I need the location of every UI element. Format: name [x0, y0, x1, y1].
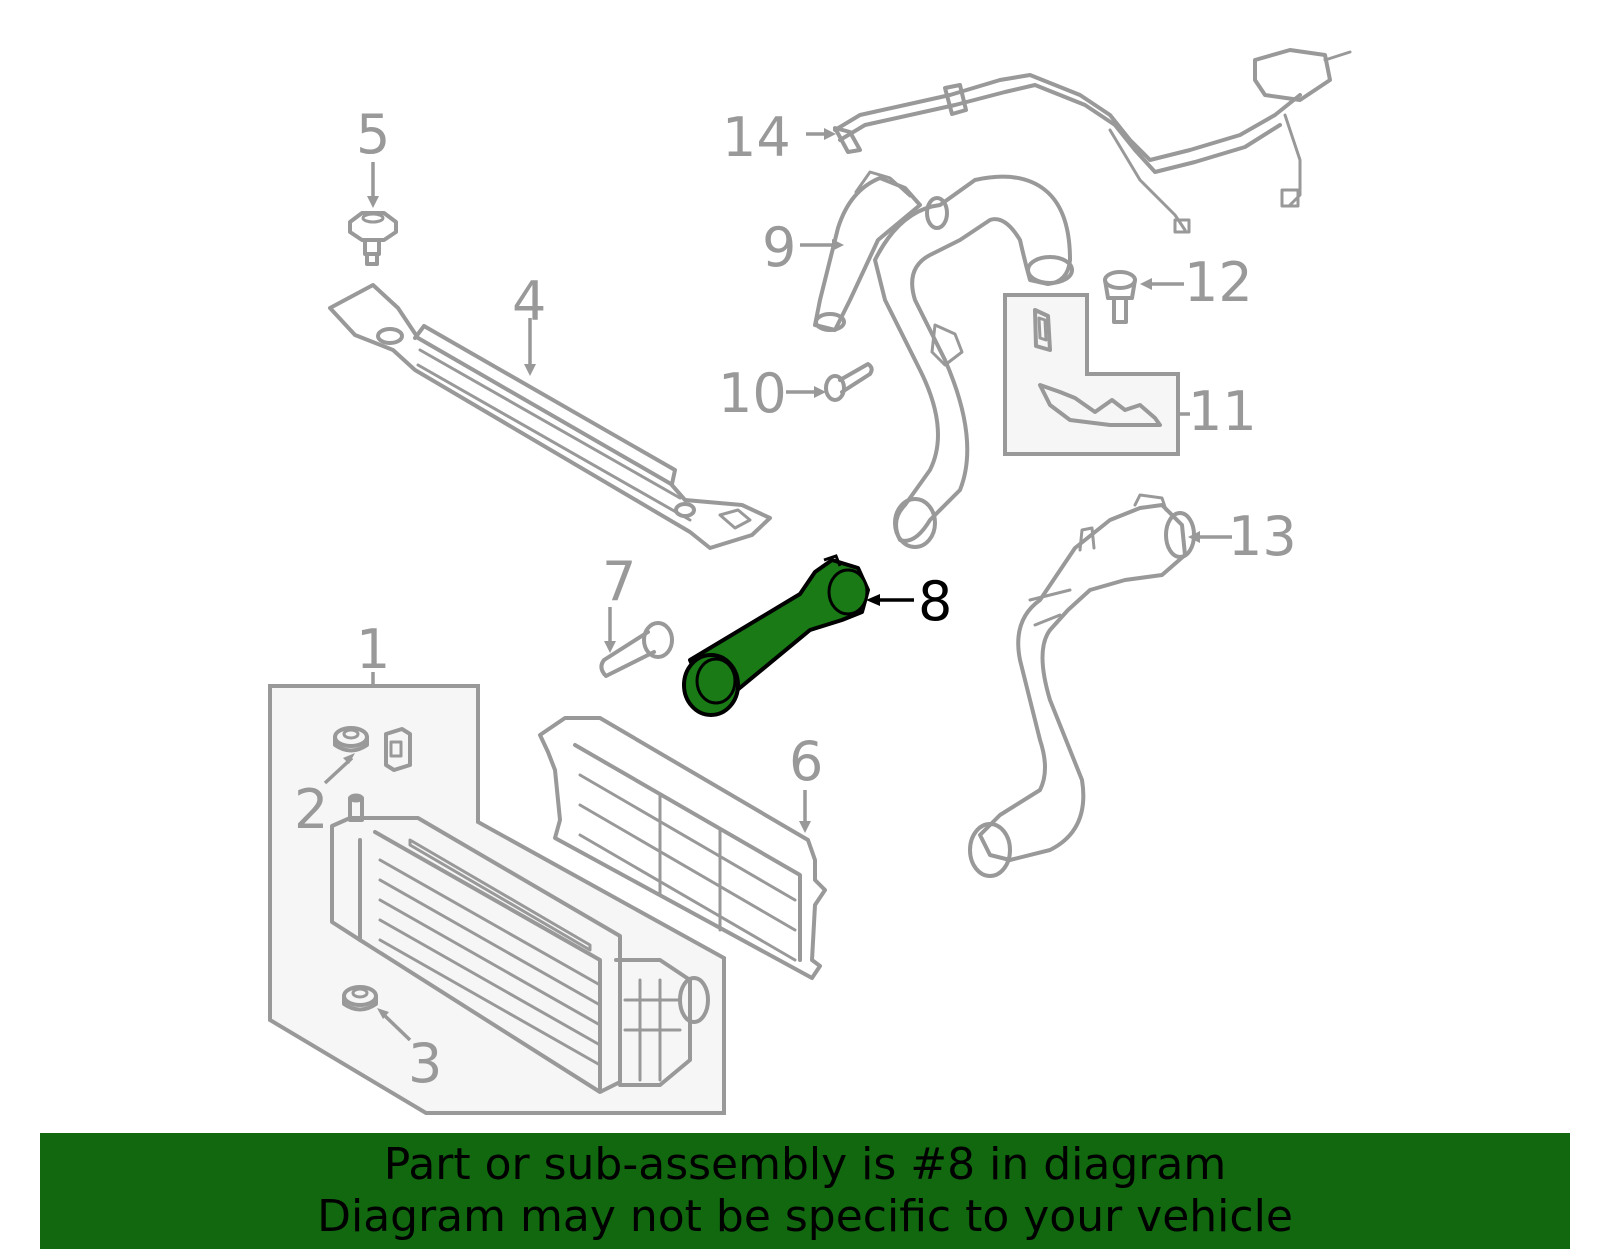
- part-10-bolt[interactable]: [824, 362, 874, 402]
- part-12-clip[interactable]: [1103, 270, 1137, 324]
- callout-1[interactable]: 1: [356, 618, 390, 681]
- callout-11[interactable]: 11: [1188, 380, 1257, 443]
- callout-3[interactable]: 3: [408, 1032, 442, 1095]
- part-3-nut[interactable]: [342, 985, 378, 1012]
- banner-line-part-number: Part or sub-assembly is #8 in diagram: [383, 1139, 1227, 1190]
- part-8-hose[interactable]: [682, 554, 870, 717]
- part-9-hose[interactable]: [813, 170, 922, 332]
- callout-2[interactable]: 2: [294, 778, 328, 841]
- banner-line-disclaimer: Diagram may not be specific to your vehi…: [317, 1191, 1293, 1242]
- part-2-nut[interactable]: [333, 726, 369, 753]
- part-13-hose[interactable]: [968, 493, 1196, 878]
- leader-9-arrow: [832, 239, 844, 251]
- callout-9[interactable]: 9: [762, 216, 796, 279]
- callout-7[interactable]: 7: [602, 550, 636, 613]
- part-5-bolt[interactable]: [348, 211, 398, 266]
- part-7-bolt[interactable]: [599, 621, 674, 678]
- leader-14-arrow: [824, 128, 836, 140]
- clip-in-group-1: [384, 727, 412, 772]
- callout-13[interactable]: 13: [1228, 505, 1297, 568]
- group-box-11: [1003, 293, 1180, 456]
- leader-4-arrow: [524, 364, 536, 376]
- leader-7-arrow: [604, 641, 616, 653]
- callout-14[interactable]: 14: [722, 106, 791, 169]
- part-14-harness[interactable]: [833, 48, 1352, 234]
- leader-6-arrow: [799, 821, 811, 833]
- callout-12[interactable]: 12: [1184, 251, 1253, 314]
- part-4-support-bar[interactable]: [328, 283, 772, 550]
- info-banner: Part or sub-assembly is #8 in diagram Di…: [40, 1133, 1570, 1249]
- leader-13-arrow: [1188, 531, 1200, 543]
- callout-5[interactable]: 5: [356, 103, 390, 166]
- leader-2-arrow: [343, 753, 355, 764]
- callout-8[interactable]: 8: [918, 570, 952, 633]
- leader-8-arrow: [866, 594, 880, 606]
- leader-12-arrow: [1140, 278, 1152, 290]
- leader-3: [381, 1012, 412, 1042]
- leader-3-arrow: [377, 1008, 389, 1019]
- part-6-deflector[interactable]: [538, 716, 827, 980]
- part-11-bracket[interactable]: [1033, 308, 1162, 427]
- leader-5-arrow: [367, 196, 379, 208]
- upper-charge-hose: [873, 174, 1074, 549]
- intercooler-core[interactable]: [330, 793, 710, 1094]
- callout-6[interactable]: 6: [789, 730, 823, 793]
- leader-10-arrow: [814, 386, 826, 398]
- callout-10[interactable]: 10: [718, 362, 787, 425]
- callout-4[interactable]: 4: [512, 270, 546, 333]
